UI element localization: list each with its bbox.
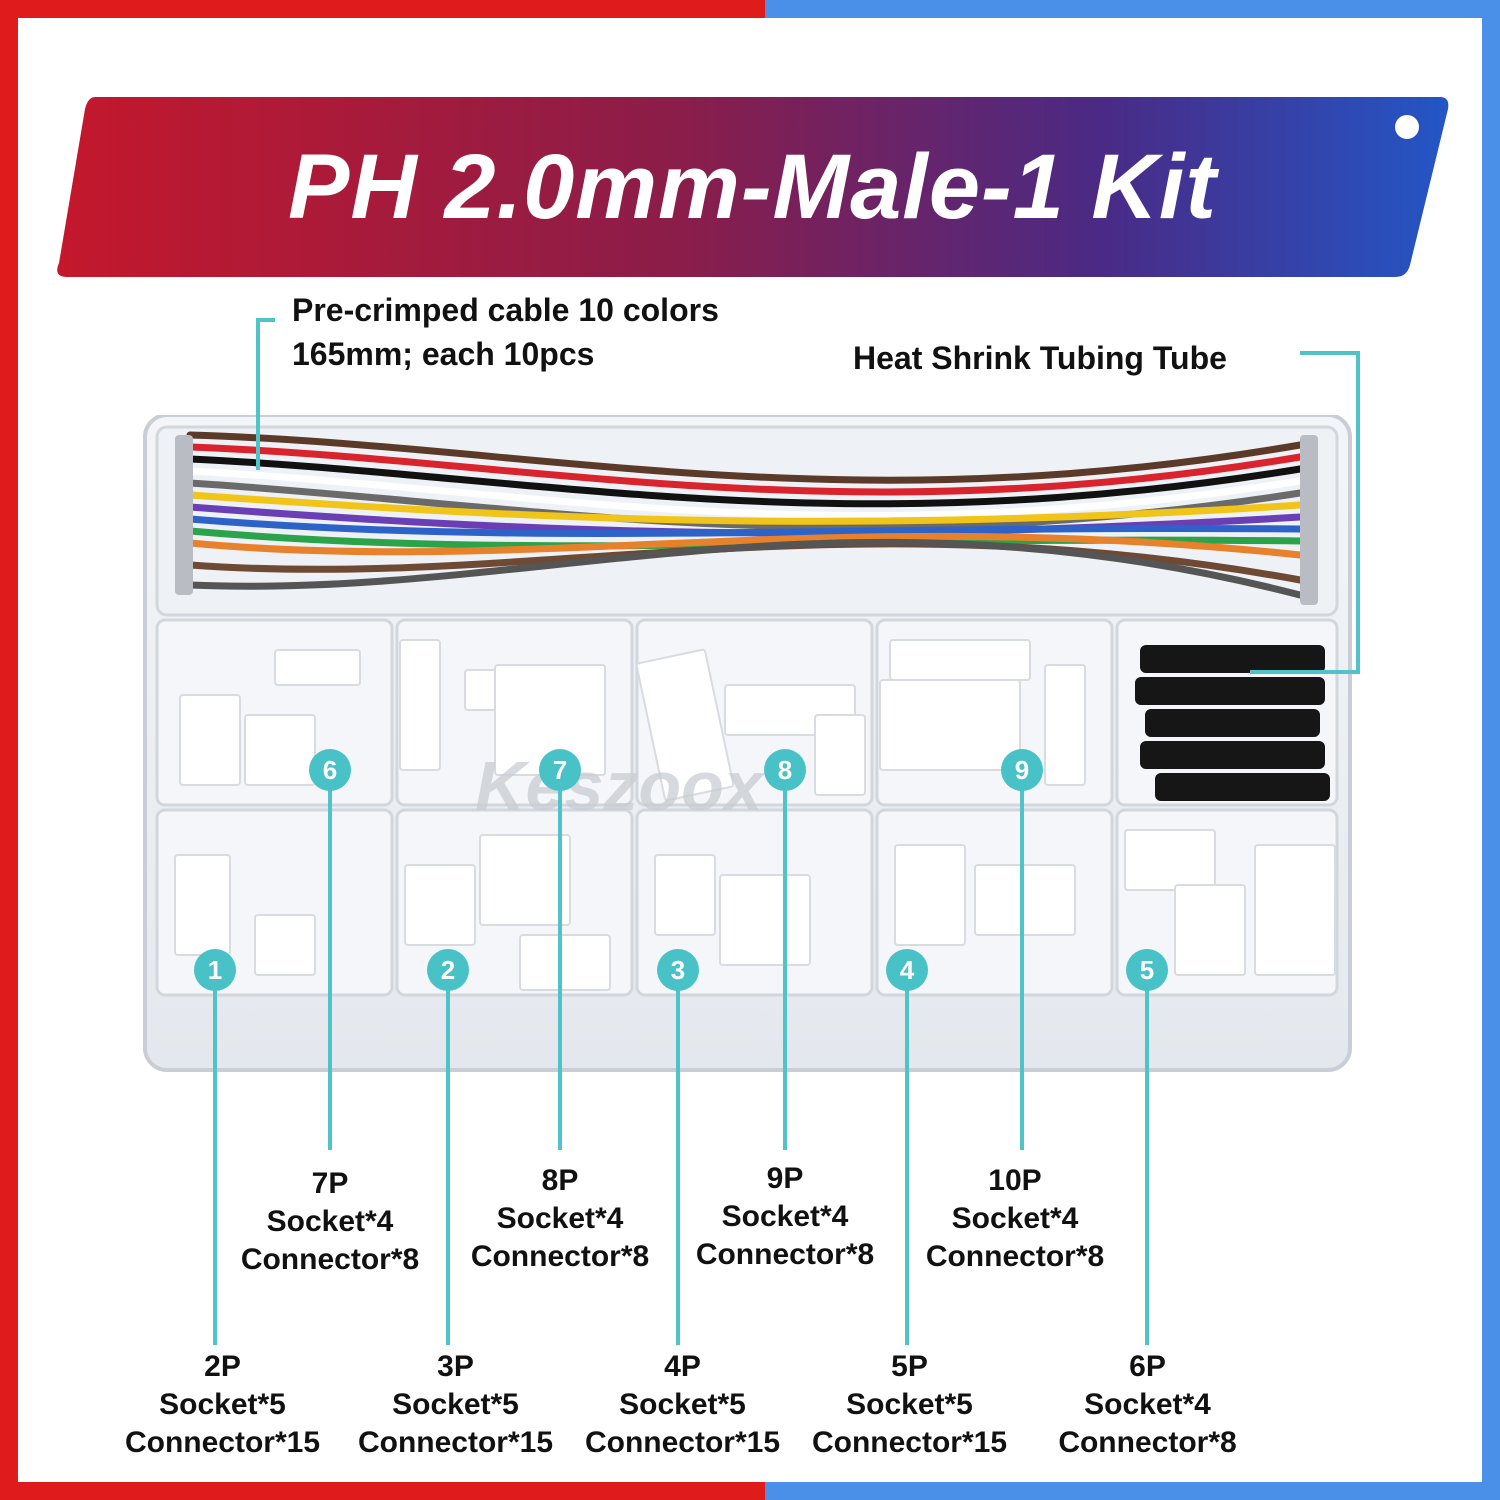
- frame-edge-top-left: [0, 0, 765, 18]
- label-socket: Socket*5: [619, 1388, 746, 1421]
- tubing-note: Heat Shrink Tubing Tube: [853, 340, 1227, 376]
- label-7p: 7P Socket*4 Connector*8: [225, 1165, 435, 1279]
- cable-note-line1: Pre-crimped cable 10 colors: [292, 292, 719, 328]
- label-6p: 6P Socket*4 Connector*8: [1035, 1348, 1260, 1462]
- label-size: 7P: [311, 1167, 349, 1200]
- label-size: 3P: [437, 1350, 474, 1383]
- label-socket: Socket*4: [266, 1205, 394, 1238]
- frame-edge-bottom-left: [0, 1482, 765, 1500]
- label-socket: Socket*4: [721, 1200, 849, 1233]
- title-banner: PH 2.0mm-Male-1 Kit: [55, 97, 1450, 277]
- frame-edge-top-right: [765, 0, 1500, 18]
- banner-shape: [57, 97, 1449, 277]
- label-8p: 8P Socket*4 Connector*8: [455, 1162, 665, 1276]
- label-size: 4P: [664, 1350, 701, 1383]
- label-connector: Connector*8: [470, 1240, 650, 1273]
- label-socket: Socket*5: [159, 1388, 286, 1421]
- label-size: 9P: [766, 1162, 804, 1195]
- label-connector: Connector*8: [925, 1240, 1105, 1273]
- label-size: 2P: [204, 1350, 241, 1383]
- label-3p: 3P Socket*5 Connector*15: [343, 1348, 568, 1462]
- label-socket: Socket*5: [846, 1388, 973, 1421]
- frame-edge-bottom-right: [765, 1482, 1500, 1500]
- label-socket: Socket*4: [1084, 1388, 1211, 1421]
- label-connector: Connector*15: [357, 1426, 554, 1459]
- label-9p: 9P Socket*4 Connector*8: [680, 1160, 890, 1274]
- crimp-terminals-right: [1300, 435, 1318, 605]
- label-10p: 10P Socket*4 Connector*8: [910, 1162, 1120, 1276]
- label-connector: Connector*15: [584, 1426, 781, 1459]
- cable-bundle: [186, 431, 1304, 599]
- label-size: 8P: [541, 1164, 579, 1197]
- label-connector: Connector*15: [811, 1426, 1008, 1459]
- label-socket: Socket*4: [496, 1202, 624, 1235]
- cable-note-line2: 165mm; each 10pcs: [292, 336, 595, 372]
- frame-edge-left: [0, 0, 18, 1500]
- label-size: 10P: [988, 1164, 1042, 1197]
- label-connector: Connector*8: [1058, 1426, 1237, 1459]
- watermark: Keszoox: [475, 747, 766, 825]
- label-connector: Connector*8: [240, 1243, 420, 1276]
- label-socket: Socket*4: [951, 1202, 1079, 1235]
- label-connector: Connector*8: [695, 1238, 875, 1271]
- label-4p: 4P Socket*5 Connector*15: [570, 1348, 795, 1462]
- label-5p: 5P Socket*5 Connector*15: [797, 1348, 1022, 1462]
- label-connector: Connector*15: [124, 1426, 321, 1459]
- heat-shrink-tubes: [1135, 645, 1330, 801]
- kit-box-photo: Keszoox: [143, 415, 1352, 1072]
- frame-edge-right: [1482, 0, 1500, 1500]
- label-size: 6P: [1129, 1350, 1166, 1383]
- page-title: PH 2.0mm-Male-1 Kit: [287, 135, 1218, 238]
- label-2p: 2P Socket*5 Connector*15: [110, 1348, 335, 1462]
- label-size: 5P: [891, 1350, 928, 1383]
- crimp-terminals-left: [175, 435, 193, 595]
- label-socket: Socket*5: [392, 1388, 519, 1421]
